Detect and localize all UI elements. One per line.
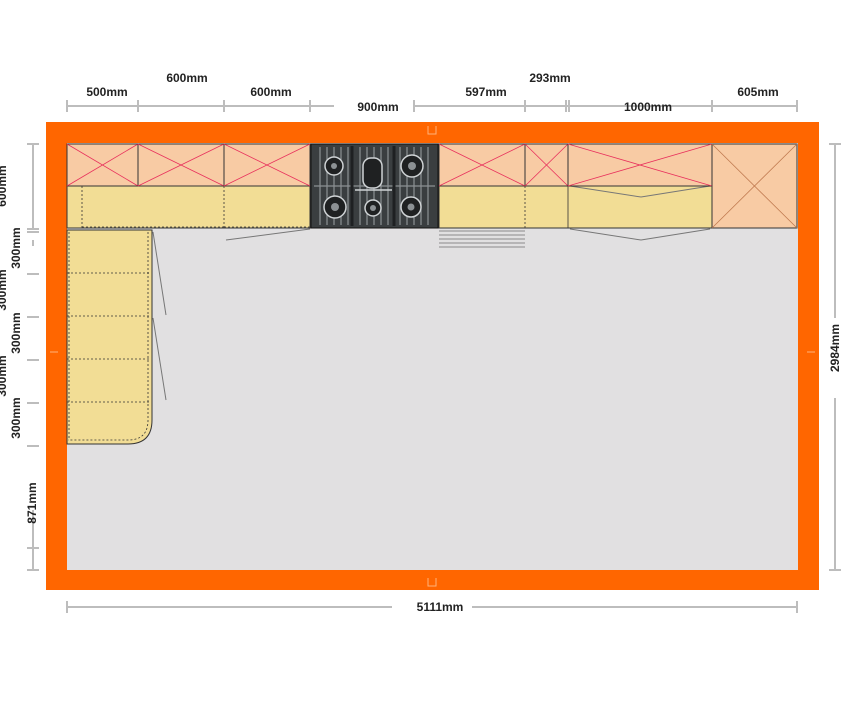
dim-293: 293mm xyxy=(529,71,570,85)
dim-left-871: 871mm xyxy=(25,482,39,523)
gas-hob-icon[interactable] xyxy=(310,143,439,229)
wall-cabinet-597[interactable] xyxy=(438,143,526,187)
wall-cabinet-500[interactable] xyxy=(66,143,139,187)
dim-600a: 600mm xyxy=(166,71,207,85)
wall-cabinet-1000[interactable] xyxy=(567,143,713,187)
dim-597: 597mm xyxy=(465,85,506,99)
dim-left-300b: 300mm xyxy=(0,269,9,310)
corner-cabinet-icon[interactable] xyxy=(711,143,798,229)
dim-600b: 600mm xyxy=(250,85,291,99)
dim-605: 605mm xyxy=(737,85,778,99)
top-dimension-labels: 500mm 600mm 600mm 900mm 597mm 293mm 1000… xyxy=(86,71,778,114)
wall-markers xyxy=(50,126,815,587)
right-dimension: 2984mm xyxy=(828,143,842,571)
dim-500: 500mm xyxy=(86,85,127,99)
dim-left-300a: 300mm xyxy=(9,227,23,268)
wall-cabinet-600b[interactable] xyxy=(223,143,311,187)
dim-left-300d: 300mm xyxy=(0,355,9,396)
wall-cabinet-293[interactable] xyxy=(524,143,569,187)
left-dimension-labels: 600mm 300mm 300mm 300mm 300mm 300mm 871m… xyxy=(0,165,39,523)
base-cabinet-run-side[interactable] xyxy=(66,229,167,445)
wall-cabinet-600a[interactable] xyxy=(137,143,225,187)
dim-bottom-5111: 5111mm xyxy=(417,600,464,614)
left-dimension-lines xyxy=(27,143,39,571)
dim-left-600: 600mm xyxy=(0,165,9,206)
dishwasher-lines xyxy=(439,230,525,248)
dim-right-2984: 2984mm xyxy=(828,324,842,372)
dim-left-300e: 300mm xyxy=(9,397,23,438)
bottom-dimension: 5111mm xyxy=(66,600,798,614)
top-dimension-lines xyxy=(66,100,798,112)
dim-1000: 1000mm xyxy=(624,100,672,114)
dim-900: 900mm xyxy=(357,100,398,114)
dim-left-300c: 300mm xyxy=(9,312,23,353)
